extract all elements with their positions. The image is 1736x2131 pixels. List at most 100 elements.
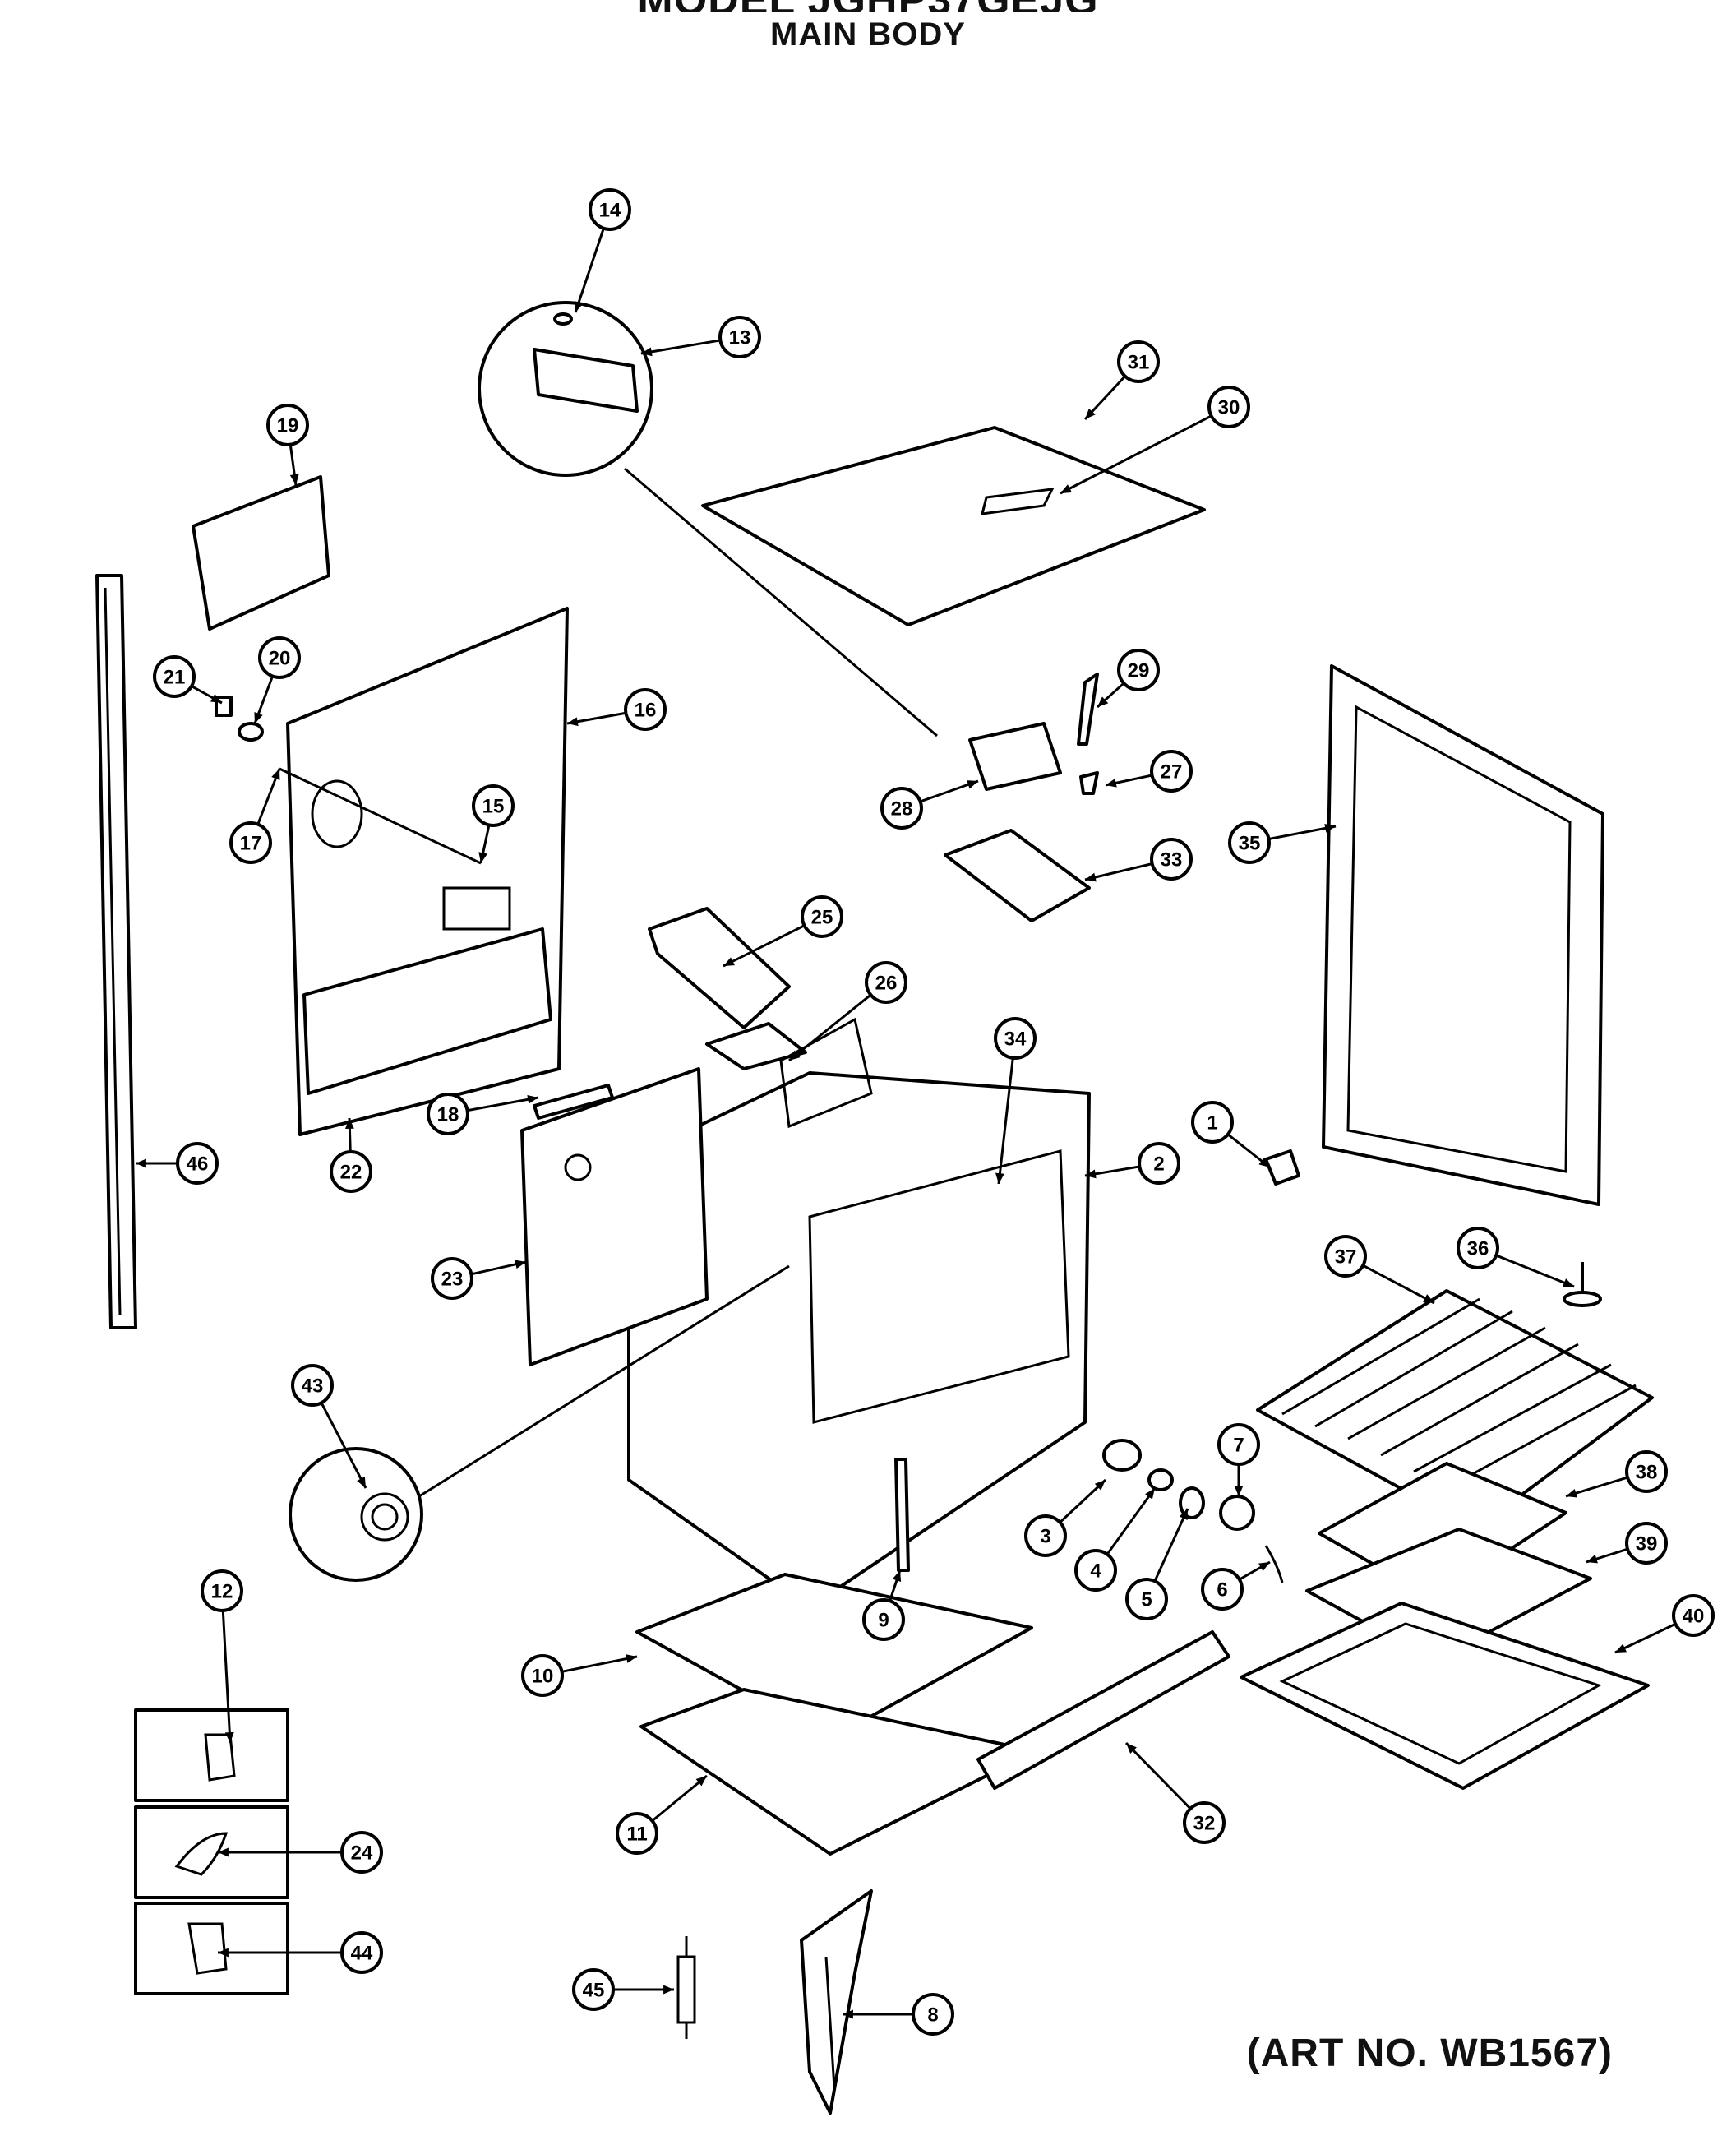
callout-circle	[1138, 1142, 1180, 1185]
callout-number: 40	[1683, 1606, 1705, 1628]
part-top-panel	[701, 426, 1206, 626]
arrow-head	[789, 1050, 801, 1061]
leader-line	[651, 1774, 708, 1822]
part-trim-strip	[533, 1084, 614, 1120]
callout-12: 12	[201, 1569, 243, 1744]
callout-number: 32	[1194, 1813, 1216, 1835]
callout-number: 34	[1004, 1029, 1027, 1051]
part-side-trim	[95, 574, 137, 1329]
art-number: (ART NO. WB1567)	[1246, 2032, 1613, 2075]
callout-number: 9	[878, 1610, 889, 1632]
callout-number: 11	[626, 1824, 647, 1846]
callout-number: 26	[875, 973, 898, 995]
callout-35: 35	[1228, 821, 1337, 864]
callout-1: 1	[1191, 1101, 1271, 1169]
part-connector	[238, 722, 264, 742]
callout-circle	[431, 1257, 473, 1300]
arrow-head	[626, 1654, 637, 1663]
arrow-head	[1085, 872, 1097, 882]
callout-circle	[624, 688, 667, 731]
callout-circle	[801, 895, 843, 938]
arrow-head	[210, 693, 222, 703]
callout-44: 44	[218, 1931, 383, 1974]
callout-number: 4	[1090, 1560, 1101, 1583]
part-lower-panel	[639, 1688, 1037, 1856]
callout-22: 22	[330, 1117, 372, 1193]
part-switch	[533, 348, 639, 413]
callout-number: 12	[211, 1581, 233, 1603]
callout-circle	[616, 1812, 658, 1855]
leader-line	[1060, 414, 1212, 495]
leader-line	[997, 1057, 1014, 1185]
part-knob-inset	[289, 1447, 423, 1582]
callout-45: 45	[572, 1968, 674, 2011]
callout-circle	[176, 1142, 219, 1185]
callout-number: 18	[437, 1104, 459, 1126]
leader-line	[640, 339, 721, 355]
part-wire	[1264, 1545, 1284, 1583]
part-inset-box-1	[134, 1708, 289, 1802]
part-knob	[1219, 1495, 1255, 1531]
leader-line	[1362, 1264, 1435, 1305]
callout-circle	[266, 404, 309, 446]
callout-number: 1	[1207, 1112, 1217, 1135]
arrow-head	[1126, 1743, 1137, 1754]
callout-circle	[1150, 838, 1193, 881]
leader-line	[467, 1096, 539, 1112]
callout-circle	[229, 821, 272, 864]
arrow-head	[357, 1477, 366, 1488]
callout-circle	[1324, 1235, 1367, 1278]
arrow-head	[218, 1948, 229, 1958]
part-oven-opening	[808, 1149, 1070, 1424]
arrow-head	[567, 717, 579, 727]
arrow-head	[136, 1158, 146, 1168]
callout-16: 16	[566, 688, 667, 731]
arrow-head	[574, 301, 584, 312]
arrow-head	[344, 1118, 354, 1130]
part-door-hinge	[800, 1889, 873, 2115]
arrow-head	[218, 1847, 229, 1857]
leader-line	[1153, 1508, 1189, 1582]
part-bracket-small	[894, 1458, 910, 1572]
callout-circle	[153, 655, 196, 698]
arrow-head	[1094, 1480, 1106, 1491]
leader-line	[1124, 1741, 1192, 1810]
callout-37: 37	[1324, 1235, 1435, 1305]
arrow-head	[995, 1172, 1004, 1184]
callout-number: 37	[1335, 1246, 1357, 1269]
arrow-head	[1324, 824, 1336, 833]
parts-drawing	[95, 301, 1654, 2115]
part-side-panel	[520, 1067, 709, 1366]
callout-number: 25	[811, 907, 833, 929]
callout-number: 31	[1128, 352, 1150, 374]
leader-line	[320, 1402, 367, 1489]
callout-circle	[1191, 1101, 1234, 1144]
callout-circle	[1207, 386, 1250, 428]
arrow-head	[1563, 1278, 1574, 1287]
callout-number: 2	[1153, 1153, 1164, 1176]
callout-number: 15	[482, 796, 505, 818]
arrow-head	[1085, 1169, 1097, 1179]
leader-line	[574, 228, 605, 313]
arrow-head	[1615, 1643, 1627, 1653]
callout-circle	[1625, 1522, 1668, 1565]
arrow-head	[892, 1570, 902, 1582]
callout-32: 32	[1124, 1741, 1226, 1844]
section-title: MAIN BODY	[770, 16, 966, 53]
arrow-head	[1145, 1488, 1155, 1500]
arrow-head	[515, 1260, 526, 1269]
callout-number: 35	[1239, 833, 1261, 855]
callout-circle	[1672, 1594, 1715, 1637]
part-front-rail	[976, 1630, 1230, 1790]
part-door-frame	[1322, 664, 1604, 1206]
arrow-head	[1258, 1562, 1270, 1572]
callout-number: 28	[891, 798, 913, 821]
arrow-head	[1106, 778, 1117, 788]
part-vent-duct	[648, 907, 791, 1029]
callout-circle	[1024, 1514, 1067, 1557]
callout-number: 22	[340, 1162, 362, 1184]
arrow-head	[478, 852, 488, 863]
callout-17: 17	[229, 768, 281, 864]
callout-43: 43	[291, 1364, 367, 1489]
